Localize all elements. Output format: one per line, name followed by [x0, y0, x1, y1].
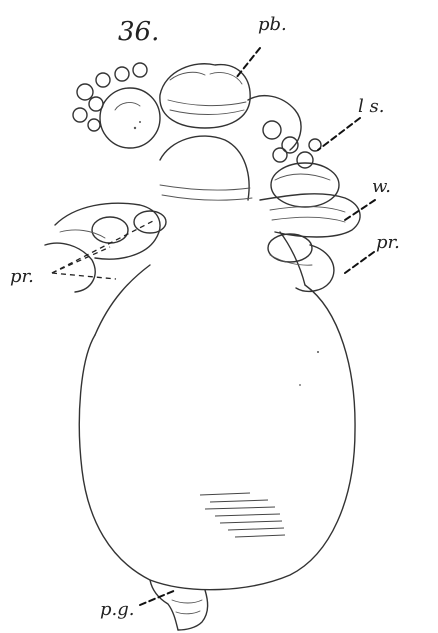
leader-pr-left-3 — [52, 273, 116, 279]
body-outline — [79, 232, 355, 590]
leader-w — [342, 200, 375, 222]
label-pr-left: pr. — [10, 266, 34, 287]
left-egg-cluster — [73, 63, 160, 148]
label-pg: p.g. — [100, 599, 135, 620]
leader-pr-left-1 — [52, 220, 155, 273]
label-pr-right: pr. — [376, 232, 400, 253]
proboscis-cluster — [160, 64, 301, 150]
leader-pg — [140, 590, 176, 605]
label-ls: l s. — [358, 96, 384, 117]
leader-pb — [236, 48, 260, 78]
label-w: w. — [372, 176, 391, 197]
left-processes — [45, 203, 166, 292]
leader-pr-right — [345, 252, 374, 273]
wing-structure — [260, 194, 360, 237]
right-processes — [268, 234, 334, 291]
leader-ls — [318, 118, 360, 150]
label-pb: pb. — [258, 14, 287, 35]
folding-marks — [200, 351, 319, 537]
figure-number: 36. — [118, 17, 159, 47]
leader-lines — [52, 48, 375, 605]
neck-region — [160, 136, 252, 200]
